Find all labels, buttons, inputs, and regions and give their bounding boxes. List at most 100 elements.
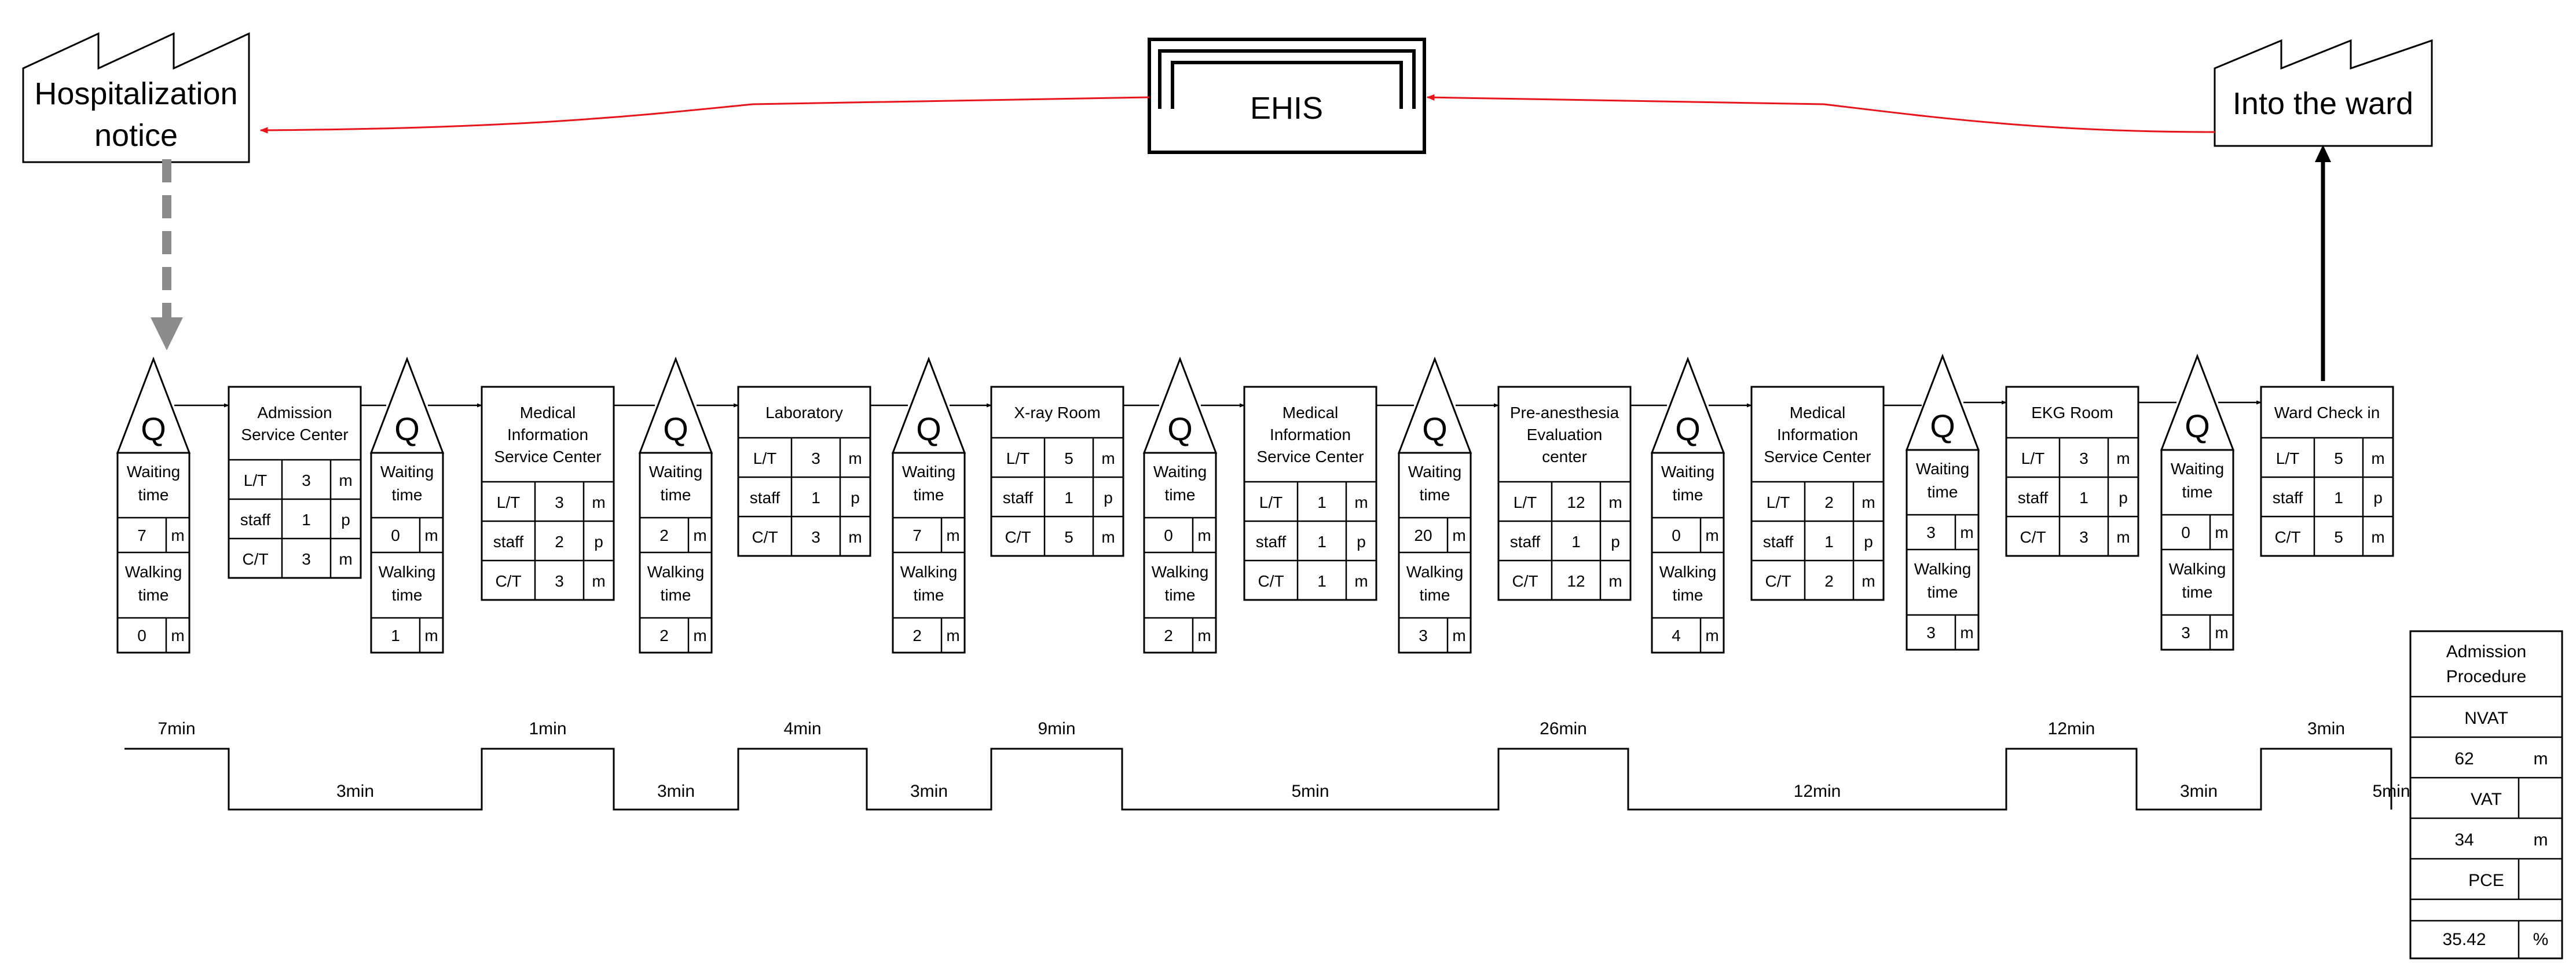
process-ct-value: 3 — [811, 528, 820, 546]
summary-table: Admission Procedure NVAT 62 m VAT 34 m P… — [2409, 630, 2563, 960]
walking-time-label: time — [392, 586, 423, 604]
waiting-time-label: time — [138, 486, 169, 504]
process-staff-value: 2 — [555, 533, 564, 551]
process-lt-unit: m — [1354, 493, 1368, 511]
waiting-time-label: time — [1420, 486, 1450, 504]
process-staff-value: 1 — [2334, 489, 2343, 507]
process-ct-label: C/T — [242, 550, 268, 568]
walking-time-label: Walking — [2169, 560, 2226, 578]
process-ct-unit: m — [1101, 528, 1115, 546]
process-ct-unit: m — [2371, 528, 2384, 546]
walking-time-value: 2 — [1164, 627, 1173, 645]
hospitalization-notice-factory: Hospitalization notice — [22, 32, 250, 163]
process-lt-label: L/T — [244, 471, 267, 489]
process-staff-label: staff — [240, 511, 271, 529]
summary-title-line2: Procedure — [2446, 667, 2526, 686]
walking-time-label: Walking — [379, 563, 436, 581]
process-ct-unit: m — [1862, 572, 1875, 590]
process-lt-label: L/T — [1006, 449, 1029, 467]
process-lt-label: L/T — [1767, 493, 1790, 511]
process-ct-unit: m — [339, 550, 352, 568]
waiting-time-label: Waiting — [2171, 460, 2224, 478]
queue-symbol: Q — [1167, 411, 1193, 447]
waiting-time-unit: m — [1705, 526, 1718, 544]
waiting-time-value: 0 — [391, 526, 400, 544]
process-lt-unit: m — [2371, 449, 2384, 467]
process-ct-label: C/T — [1005, 528, 1031, 546]
process-ct-value: 3 — [302, 550, 311, 568]
walking-time-unit: m — [1960, 624, 1973, 642]
waiting-time-label: time — [661, 486, 691, 504]
process-name: Information — [1777, 426, 1858, 444]
process-lt-unit: m — [1608, 493, 1622, 511]
pce-label: PCE — [2468, 871, 2504, 890]
queue-symbol: Q — [394, 411, 420, 447]
waiting-time-value: 20 — [1414, 526, 1432, 544]
process-lt-label: L/T — [753, 449, 776, 467]
process-ct-value: 1 — [1317, 572, 1327, 590]
walking-time-label: time — [1928, 583, 1958, 601]
walking-time-value: 2 — [659, 627, 669, 645]
process-staff-unit: p — [341, 511, 350, 529]
process-ct-unit: m — [848, 528, 862, 546]
process-lead-time: 3min — [336, 782, 374, 801]
queue-symbol: Q — [1930, 408, 1955, 444]
waiting-time-unit: m — [946, 526, 959, 544]
waiting-lead-time: 9min — [1038, 719, 1075, 738]
process-ct-unit: m — [1354, 572, 1368, 590]
factory-label-line2: notice — [94, 118, 178, 153]
walking-time-label: time — [138, 586, 169, 604]
waiting-time-label: time — [1165, 486, 1196, 504]
walking-time-unit: m — [2215, 624, 2228, 642]
waiting-time-value: 0 — [2181, 523, 2190, 541]
process-lt-value: 5 — [2334, 449, 2343, 467]
process-staff-label: staff — [2273, 489, 2303, 507]
process-name: Ward Check in — [2274, 404, 2380, 422]
process-lt-value: 3 — [811, 449, 820, 467]
process-lt-label: L/T — [497, 493, 520, 511]
process-name: X-ray Room — [1014, 404, 1100, 422]
waiting-time-label: Waiting — [1408, 463, 1461, 481]
lead-time-step-line — [124, 748, 2392, 811]
process-name: Medical — [1282, 404, 1338, 422]
process-name: Evaluation — [1527, 426, 1603, 444]
queue-symbol: Q — [2185, 408, 2210, 444]
ward-to-factory-arrow — [2315, 145, 2331, 381]
process-lt-label: L/T — [2276, 449, 2299, 467]
process-box — [737, 386, 871, 557]
process-box — [1243, 386, 1377, 601]
factory-outline-icon — [2214, 39, 2433, 147]
process-name: Admission — [257, 404, 332, 422]
waiting-time-label: Waiting — [1153, 463, 1207, 481]
process-name: Medical — [520, 404, 576, 422]
waiting-lead-time: 3min — [2307, 719, 2345, 738]
process-staff-value: 1 — [302, 511, 311, 529]
process-ct-value: 3 — [2079, 528, 2088, 546]
waiting-time-unit: m — [2215, 523, 2228, 541]
walking-time-label: Walking — [125, 563, 182, 581]
waiting-time-unit: m — [424, 526, 438, 544]
walking-time-unit: m — [1452, 627, 1465, 645]
walking-time-unit: m — [424, 627, 438, 645]
factory-label-line1: Hospitalization — [34, 76, 237, 111]
process-name: Laboratory — [765, 404, 843, 422]
walking-time-label: Walking — [900, 563, 958, 581]
process-lt-value: 2 — [1824, 493, 1834, 511]
process-lt-label: L/T — [2021, 449, 2044, 467]
waiting-time-label: time — [1673, 486, 1703, 504]
waiting-lead-time: 1min — [529, 719, 566, 738]
walking-time-unit: m — [946, 627, 959, 645]
ehis-label: EHIS — [1250, 91, 1323, 126]
waiting-time-value: 0 — [1672, 526, 1681, 544]
walking-time-value: 3 — [1926, 624, 1936, 642]
process-box — [2260, 386, 2394, 557]
process-lead-time: 3min — [2180, 782, 2218, 801]
process-staff-value: 1 — [1571, 533, 1581, 551]
walking-time-label: time — [1420, 586, 1450, 604]
process-lt-unit: m — [1862, 493, 1875, 511]
